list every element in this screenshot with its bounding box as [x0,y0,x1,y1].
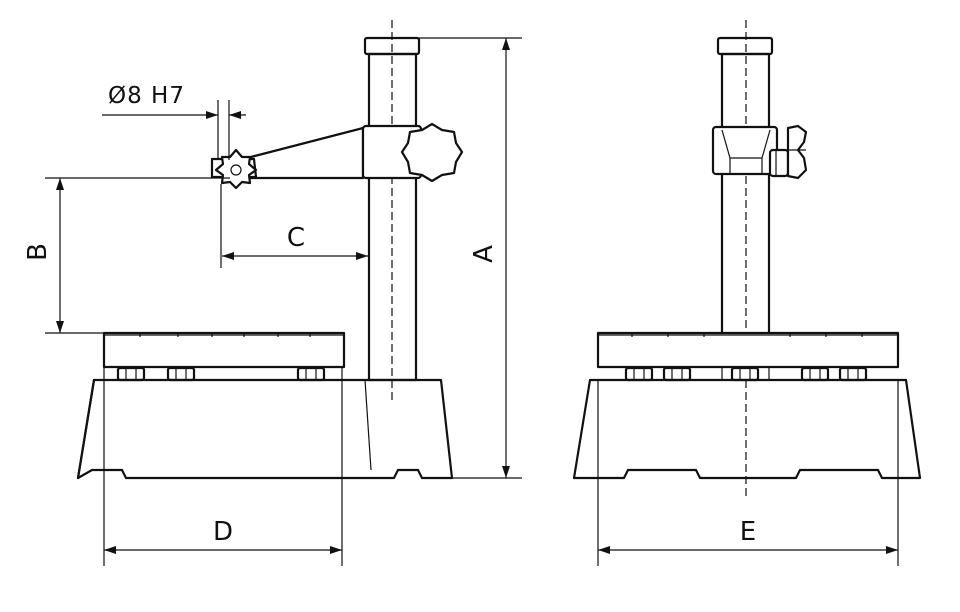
label-e: E [740,517,756,547]
front-view: B C Ø8 H7 A D [23,20,522,566]
side-table [596,331,900,369]
dimension-c: C [220,184,368,268]
front-nuts [116,366,326,382]
dimension-a: A [419,37,522,479]
side-base [572,378,922,480]
front-base [76,378,454,480]
side-view: E [572,20,922,566]
label-a: A [469,245,499,263]
side-column [716,20,774,500]
label-bore: Ø8 H7 [108,83,185,109]
label-c: C [287,223,305,253]
side-clamp [711,125,779,176]
front-table [102,331,346,369]
front-tip-knob [214,148,258,190]
front-clamp-knob [400,122,464,183]
dimension-b: B [23,177,230,334]
front-column [363,20,421,400]
dimension-bore: Ø8 H7 [102,83,246,160]
label-b: B [23,243,53,261]
dimension-e: E [597,470,899,566]
side-nuts [624,366,868,382]
dimension-d: D [103,367,343,566]
side-knob [768,124,808,180]
label-d: D [213,517,233,547]
